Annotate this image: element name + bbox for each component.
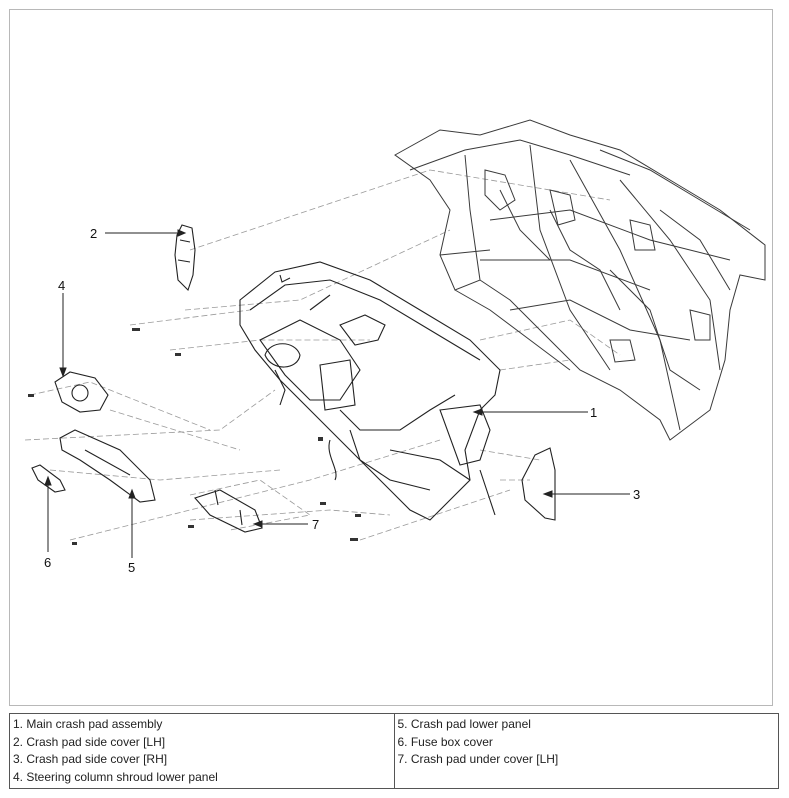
- exploded-view-diagram: 1 2 3 4 5 6 7: [24, 119, 766, 575]
- part-lower-panel: [59, 429, 156, 503]
- legend-column-right: 5. Crash pad lower panel 6. Fuse box cov…: [393, 714, 779, 788]
- legend-column-left: 1. Main crash pad assembly 2. Crash pad …: [10, 714, 394, 788]
- callout-7: 7: [312, 517, 319, 532]
- part-side-cover-rh: [521, 447, 556, 521]
- legend-item-5: 5. Crash pad lower panel: [397, 717, 531, 731]
- callout-5: 5: [128, 560, 135, 575]
- part-under-cover-lh: [194, 489, 263, 533]
- part-fuse-box-cover: [31, 464, 66, 493]
- part-steering-shroud: [54, 371, 109, 413]
- fasteners: [28, 328, 361, 545]
- alignment-guides: [24, 169, 621, 541]
- legend-item-7: 7. Crash pad under cover [LH]: [397, 752, 559, 766]
- diagram-frame: 1 2 3 4 5 6 7: [9, 9, 773, 706]
- callout-3: 3: [633, 487, 640, 502]
- leader-lines: [44, 229, 630, 558]
- legend-item-2: 2. Crash pad side cover [LH]: [13, 734, 166, 749]
- legend-item-6: 6. Fuse box cover: [397, 734, 493, 749]
- legend-item-4: 4. Steering column shroud lower panel: [13, 769, 218, 784]
- callout-2: 2: [90, 226, 97, 241]
- body-shell: [394, 119, 766, 441]
- main-crash-pad: [239, 261, 501, 521]
- parts-legend-table: 1. Main crash pad assembly 2. Crash pad …: [9, 713, 779, 789]
- part-side-cover-lh: [174, 224, 196, 292]
- callout-4: 4: [58, 278, 65, 293]
- callout-6: 6: [44, 555, 51, 570]
- legend-item-3: 3. Crash pad side cover [RH]: [13, 752, 168, 766]
- legend-item-1: 1. Main crash pad assembly: [13, 717, 163, 731]
- callout-1: 1: [590, 405, 597, 420]
